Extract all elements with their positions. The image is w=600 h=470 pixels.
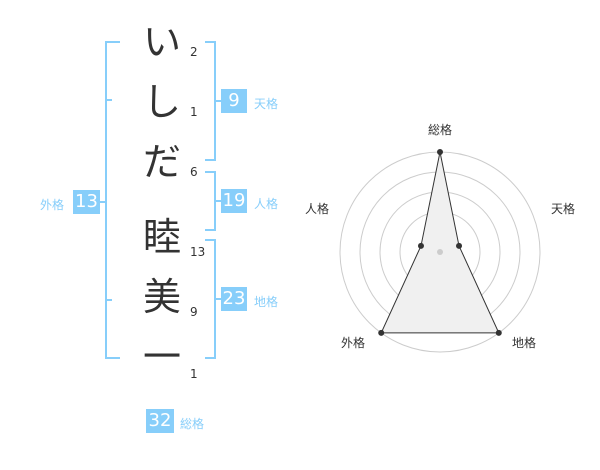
radar-axis-label-soukaku: 総格 xyxy=(428,122,452,137)
radar-point-4 xyxy=(378,329,385,336)
radar-center xyxy=(437,249,443,255)
name-char-3: だ xyxy=(142,140,181,184)
name-char-1: い xyxy=(142,20,181,64)
stroke-count-3: 6 xyxy=(190,165,198,179)
name-char-4: 睦 xyxy=(142,215,181,259)
radar-points xyxy=(378,149,502,336)
stroke-count-4: 13 xyxy=(190,245,206,259)
radar-point-2 xyxy=(456,242,463,249)
stroke-count-6: 1 xyxy=(190,367,198,381)
gaikaku-value: 13 xyxy=(73,190,100,214)
tenkaku-label: 天格 xyxy=(254,97,279,111)
name-char-6: 一 xyxy=(142,335,181,379)
radar-axis-label-tenkaku: 天格 xyxy=(551,201,575,216)
radar-point-3 xyxy=(495,329,502,336)
radar-point-5 xyxy=(417,242,424,249)
radar-axis-label-chikaku: 地格 xyxy=(512,335,536,350)
stroke-count-5: 9 xyxy=(190,305,198,319)
gaikaku-bracket xyxy=(105,41,120,359)
jinkaku-value: 19 xyxy=(221,189,247,213)
radar-axis-label-gaikaku: 外格 xyxy=(341,335,365,350)
radar-point-1 xyxy=(437,149,443,155)
soukaku-value: 32 xyxy=(146,409,174,433)
chikaku-label: 地格 xyxy=(254,295,279,309)
radar-axis-label-jinkaku: 人格 xyxy=(305,201,329,216)
jinkaku-label: 人格 xyxy=(254,197,279,211)
chikaku-value: 23 xyxy=(221,287,247,311)
tenkaku-value: 9 xyxy=(221,89,247,113)
stroke-count-2: 1 xyxy=(190,105,198,119)
name-char-2: し xyxy=(142,80,181,124)
gaikaku-label: 外格 xyxy=(40,198,65,212)
stroke-count-1: 2 xyxy=(190,45,198,59)
name-char-5: 美 xyxy=(142,275,181,319)
radar-polygon xyxy=(380,151,500,334)
soukaku-label: 総格 xyxy=(180,417,205,431)
